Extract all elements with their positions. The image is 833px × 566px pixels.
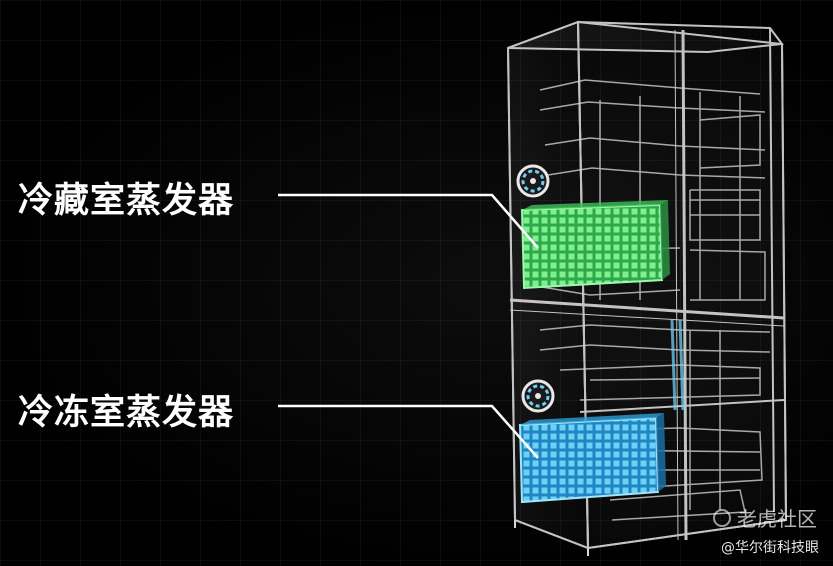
leader-line-freezer — [278, 404, 539, 459]
community-watermark-text: 老虎社区 — [737, 507, 817, 531]
refrigerator-evaporator-label: 冷藏室蒸发器 — [18, 181, 235, 221]
callout-leaders — [278, 193, 539, 459]
fridge-fan-icon — [516, 164, 550, 198]
freezer-evaporator — [518, 413, 666, 504]
community-logo-icon — [713, 508, 731, 527]
leader-line-fridge — [278, 193, 539, 249]
coolant-conduit — [670, 319, 685, 411]
cabinet-feet — [514, 520, 589, 556]
cabinet-frame — [506, 20, 788, 550]
author-watermark: @华尔街科技眼 — [721, 540, 819, 556]
freezer-evaporator-label: 冷冻室蒸发器 — [18, 393, 235, 433]
community-watermark: 老虎社区 — [713, 503, 817, 532]
freezer-fan-icon — [521, 379, 555, 413]
refrigerator-evaporator — [520, 200, 670, 290]
